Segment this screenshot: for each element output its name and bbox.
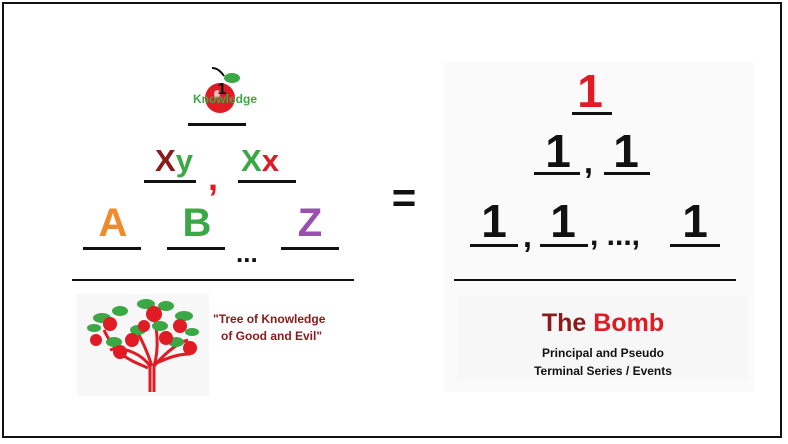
apple-tree-icon [87,299,199,392]
equals-sign: = [391,174,417,221]
bomb-subtitle-2: Terminal Series / Events [534,364,672,378]
row2-comma-right: , [584,144,593,180]
letter-a-underline [83,247,141,250]
apex-label: Knowledge [192,92,257,106]
row3-one-b-underline [540,244,588,247]
xy-term: Xy [155,143,193,178]
left-base-line [72,279,354,281]
row3-one-c: 1 [682,195,708,247]
letter-b-underline [167,247,225,250]
row2-one-right: 1 [613,125,639,177]
row2-one-right-underline [604,172,650,175]
bomb-title: The Bomb [541,309,665,337]
row3-one-a: 1 [481,195,507,247]
row3-one-c-underline [670,244,720,247]
letter-z: Z [297,201,323,245]
row2-one-left-underline [534,172,580,175]
row2-comma: , [208,157,219,198]
right-base-line [454,279,736,281]
row3-one-b: 1 [550,195,576,247]
xx-term: Xx [241,143,279,178]
xy-underline [144,180,196,183]
bomb-caption-background [458,296,748,380]
row3-one-a-underline [470,244,518,247]
row3-ellipsis: , ..., [590,219,649,252]
tree-quote: "Tree of Knowledge of Good and Evil" [213,312,326,343]
top-one: 1 [577,65,603,117]
apple-knowledge-icon [205,67,240,113]
row3-comma-a: , [523,218,532,254]
row2-one-left: 1 [545,125,571,177]
letter-a: A [98,201,128,245]
top-one-underline [572,112,612,115]
letter-b: B [182,201,212,245]
bomb-subtitle-1: Principal and Pseudo [541,346,665,360]
apex-digit: 1 [217,81,227,98]
letter-z-underline [281,247,339,250]
left-ellipsis: ... [236,238,258,268]
xx-underline [238,180,296,183]
apex-underline [188,123,246,126]
